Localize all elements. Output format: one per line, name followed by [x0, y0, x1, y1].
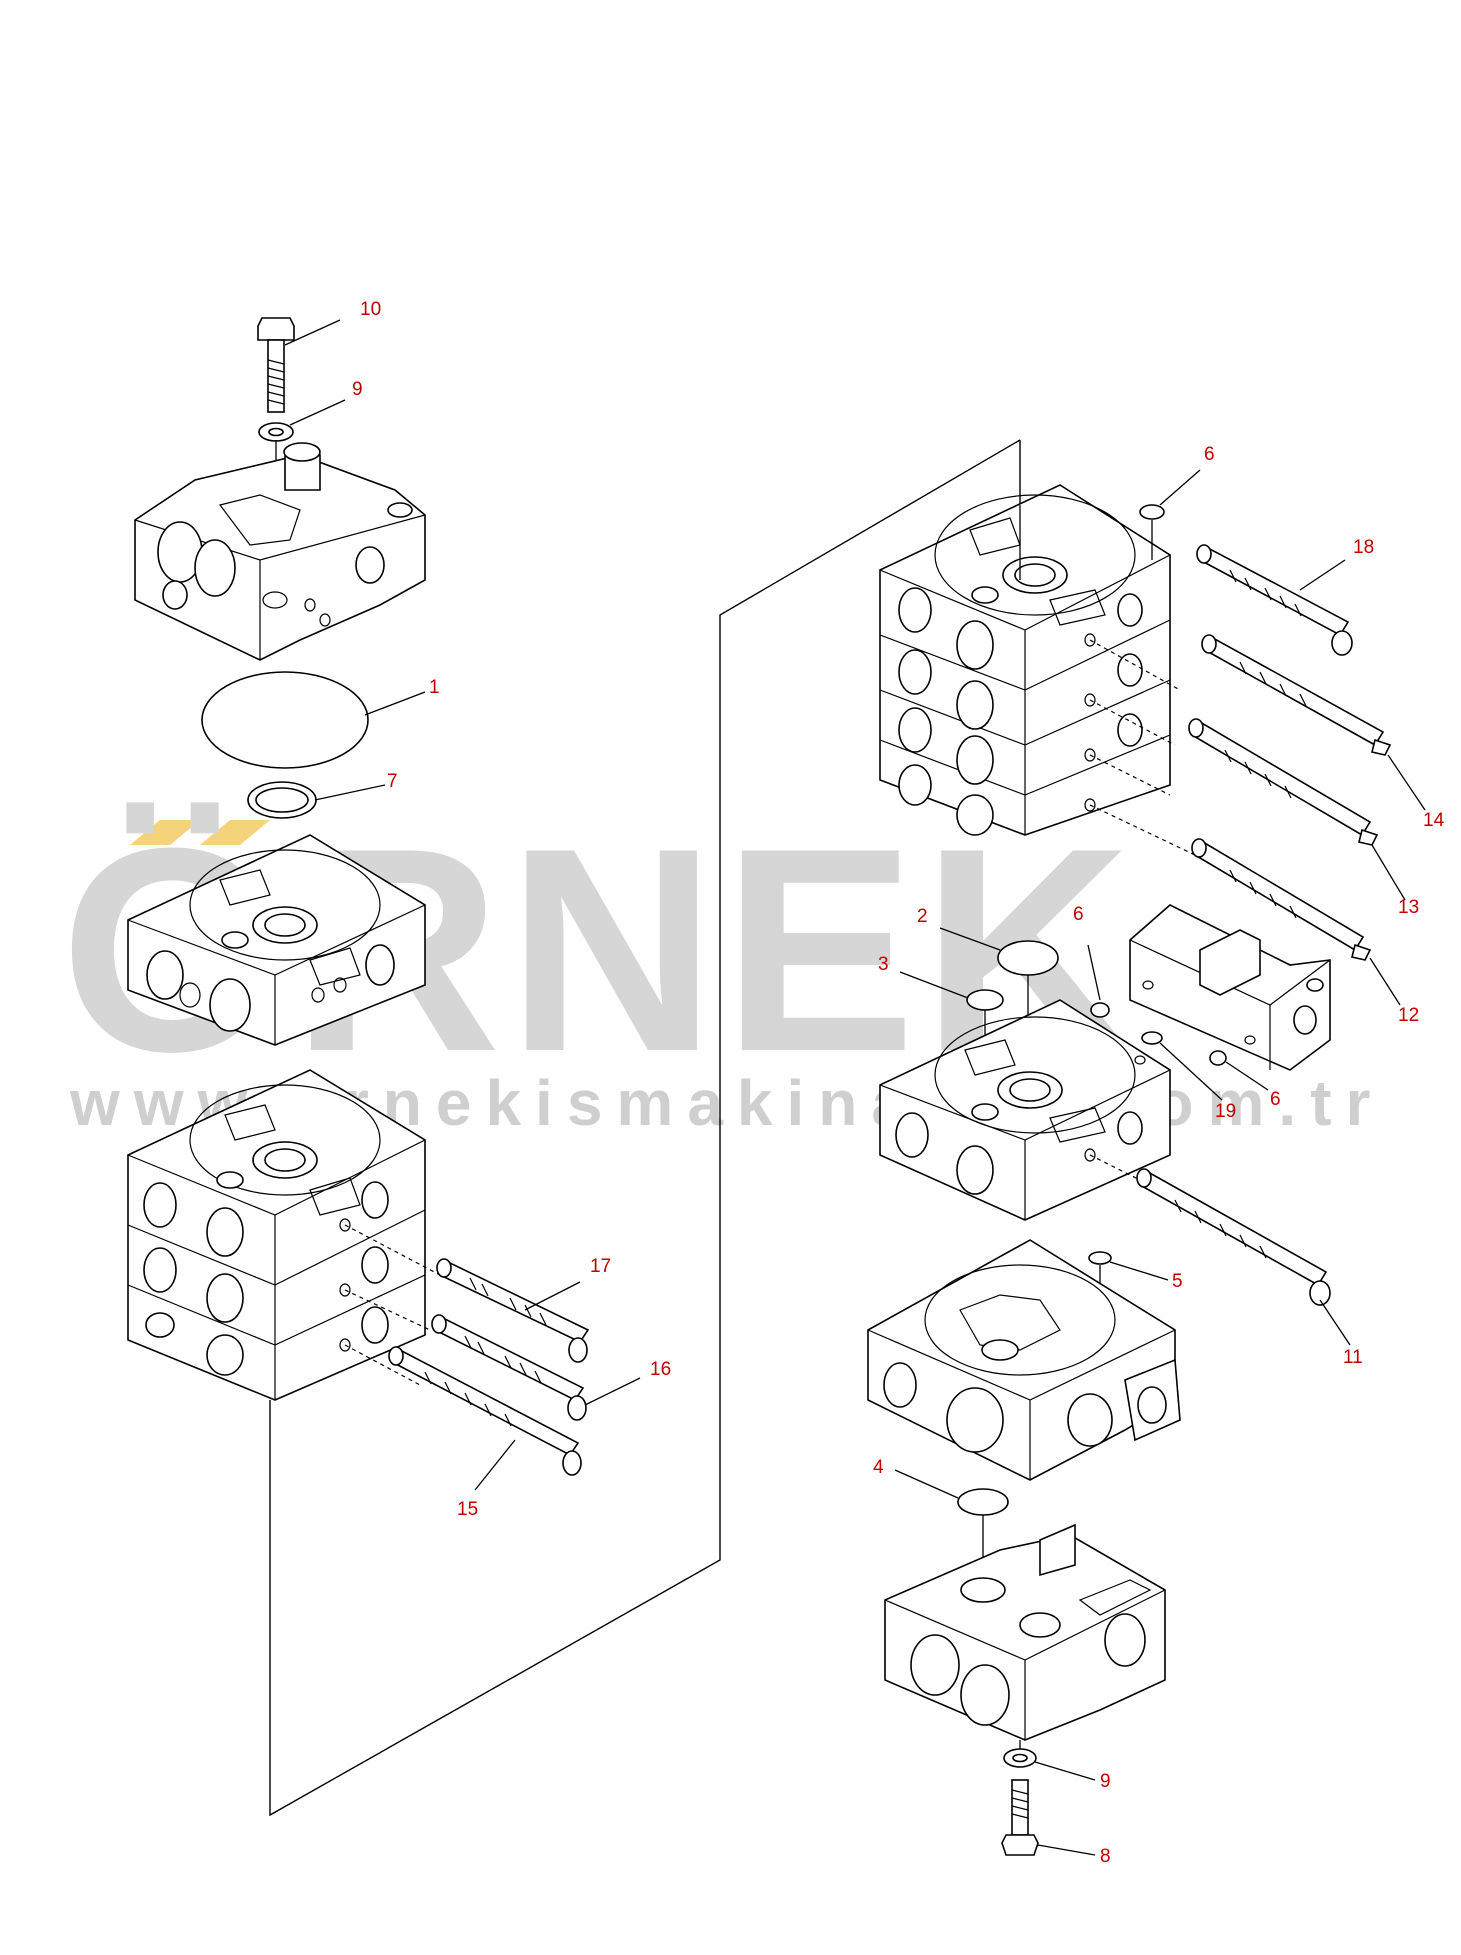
assembly-frame-lines	[269, 439, 1021, 1817]
end-cover-block-top	[134, 442, 426, 661]
washer-part-9-top	[258, 422, 294, 442]
valve-section-right-middle	[879, 999, 1171, 1221]
washer-part-9-bottom	[1003, 1748, 1037, 1768]
callout-13: 13	[1398, 897, 1419, 918]
callout-10: 10	[360, 299, 381, 320]
o-ring-part-2	[997, 940, 1059, 976]
valve-stack-right-upper	[879, 484, 1171, 836]
spool-part-15	[388, 1346, 582, 1476]
seal-ring-part-7	[247, 781, 317, 819]
callout-1: 1	[429, 677, 440, 698]
callout-14: 14	[1423, 810, 1445, 831]
callout-15: 15	[457, 1499, 478, 1520]
spool-part-13	[1188, 718, 1379, 846]
o-ring-part-6-mid	[1090, 1002, 1110, 1018]
end-cover-block-bottom	[884, 1523, 1166, 1741]
watermark-accent-mark	[200, 820, 270, 845]
bolt-part-8	[1001, 1779, 1039, 1856]
callout-6: 6	[1204, 444, 1215, 465]
o-ring-part-19	[1141, 1031, 1163, 1045]
o-ring-part-3	[966, 989, 1004, 1011]
spool-part-12	[1191, 838, 1372, 961]
callout-11: 11	[1343, 1347, 1363, 1368]
valve-section-right-lower	[867, 1239, 1181, 1481]
spool-part-14	[1201, 634, 1392, 756]
valve-stack-left-lower	[127, 1069, 426, 1401]
callout-17: 17	[590, 1256, 611, 1277]
callout-7: 7	[387, 771, 398, 792]
o-ring-part-6-top	[1139, 504, 1165, 520]
spool-part-18	[1196, 544, 1353, 656]
callout-16: 16	[650, 1359, 671, 1380]
relief-valve-block	[1129, 904, 1331, 1071]
callout-8: 8	[1100, 1846, 1111, 1867]
callout-6: 6	[1073, 904, 1084, 925]
bolt-part-10	[257, 317, 295, 413]
callout-9: 9	[352, 379, 363, 400]
callout-5: 5	[1172, 1271, 1183, 1292]
callout-3: 3	[878, 954, 889, 975]
valve-section-left-middle	[127, 834, 426, 1046]
o-ring-part-6-low	[1209, 1050, 1227, 1066]
spool-part-11	[1136, 1168, 1331, 1306]
callout-6: 6	[1270, 1089, 1281, 1110]
callout-4: 4	[873, 1457, 884, 1478]
o-ring-part-1	[201, 671, 369, 769]
callout-19: 19	[1215, 1101, 1236, 1122]
callout-9: 9	[1100, 1771, 1111, 1792]
spool-part-16	[431, 1314, 587, 1421]
o-ring-part-5	[1088, 1251, 1112, 1265]
spool-part-17	[436, 1258, 590, 1363]
callout-2: 2	[917, 906, 928, 927]
leader-lines	[284, 319, 1426, 1856]
callout-12: 12	[1398, 1005, 1419, 1026]
o-ring-part-4	[957, 1488, 1009, 1516]
callout-18: 18	[1353, 537, 1374, 558]
watermark-accent-mark	[130, 820, 200, 845]
callout-labels: 10 9 1 7 17 16 15 6 18 14 13 12 2 6 3 19…	[352, 299, 1445, 1867]
